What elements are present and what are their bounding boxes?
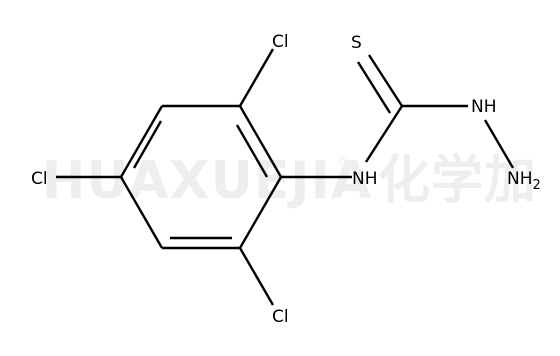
bond-cl-top [238, 48, 275, 107]
atom-cl-bottom: Cl [272, 307, 289, 327]
atom-nh2-subscript: 2 [533, 178, 541, 193]
bond-cl-bottom [238, 247, 275, 306]
bond-nh-nh2 [483, 119, 515, 169]
watermark-registered-mark: ® [336, 152, 350, 168]
watermark-latin: HUAXUEJIA [42, 151, 372, 211]
bond-ring-3 [119, 176, 164, 249]
bond-c-s-2 [356, 61, 392, 114]
atom-nh2-main: NH [507, 169, 533, 189]
atom-s: S [351, 33, 362, 53]
bond-nh-c [364, 105, 404, 163]
watermark: HUAXUEJIA ® 化学加 [42, 151, 536, 211]
bond-ring-double-3 [235, 124, 269, 178]
atom-nh-hydrazine: NH [471, 97, 497, 117]
bond-ring-2 [119, 105, 164, 178]
atom-labels: Cl Cl Cl S NH NH NH2 [31, 32, 541, 327]
atom-nh-amide: NH [352, 169, 378, 189]
atom-nh2: NH2 [507, 169, 541, 193]
bond-ring-5 [238, 176, 283, 249]
bond-ring-6 [238, 105, 283, 178]
atom-cl-left: Cl [31, 169, 48, 189]
substituent-bonds [56, 48, 515, 306]
bond-c-s-1 [367, 54, 404, 107]
atom-cl-top: Cl [272, 32, 289, 52]
benzene-ring [119, 104, 283, 250]
bond-ring-double-1 [132, 120, 163, 169]
